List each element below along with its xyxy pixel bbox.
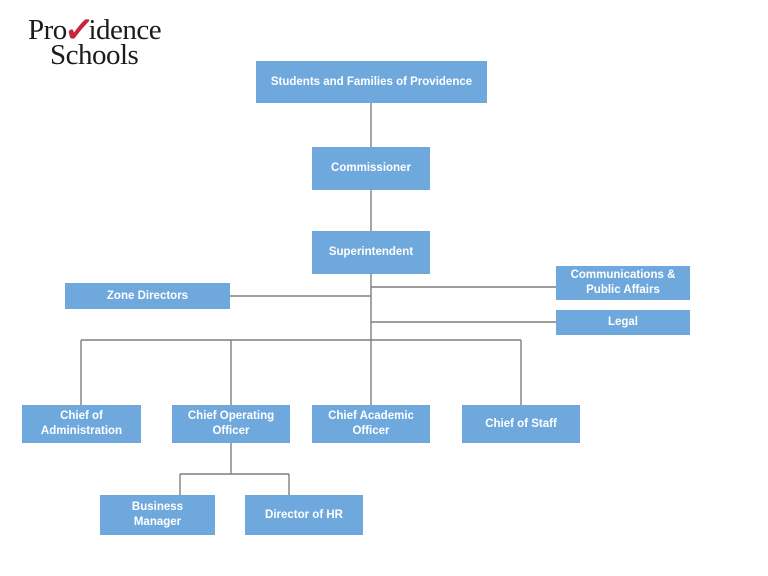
org-node-chief-administration: Chief of Administration <box>22 405 141 443</box>
logo-word-schools: Schools <box>50 39 139 71</box>
providence-schools-logo: Pro✓idence Schools <box>28 9 162 71</box>
org-node-chief-academic: Chief Academic Officer <box>312 405 430 443</box>
org-node-superintendent: Superintendent <box>312 231 430 274</box>
org-node-zone-directors: Zone Directors <box>65 283 230 309</box>
org-node-legal: Legal <box>556 310 690 335</box>
org-node-students: Students and Families of Providence <box>256 61 487 103</box>
logo-text-post: idence <box>88 14 162 46</box>
org-node-director-hr: Director of HR <box>245 495 363 535</box>
logo-text-pre: Pro <box>28 14 67 46</box>
org-node-chief-of-staff: Chief of Staff <box>462 405 580 443</box>
org-node-commissioner: Commissioner <box>312 147 430 190</box>
org-node-business-manager: Business Manager <box>100 495 215 535</box>
logo-word-providence: Pro✓idence <box>28 9 162 51</box>
org-node-chief-operating: Chief Operating Officer <box>172 405 290 443</box>
org-node-communications: Communications & Public Affairs <box>556 266 690 300</box>
